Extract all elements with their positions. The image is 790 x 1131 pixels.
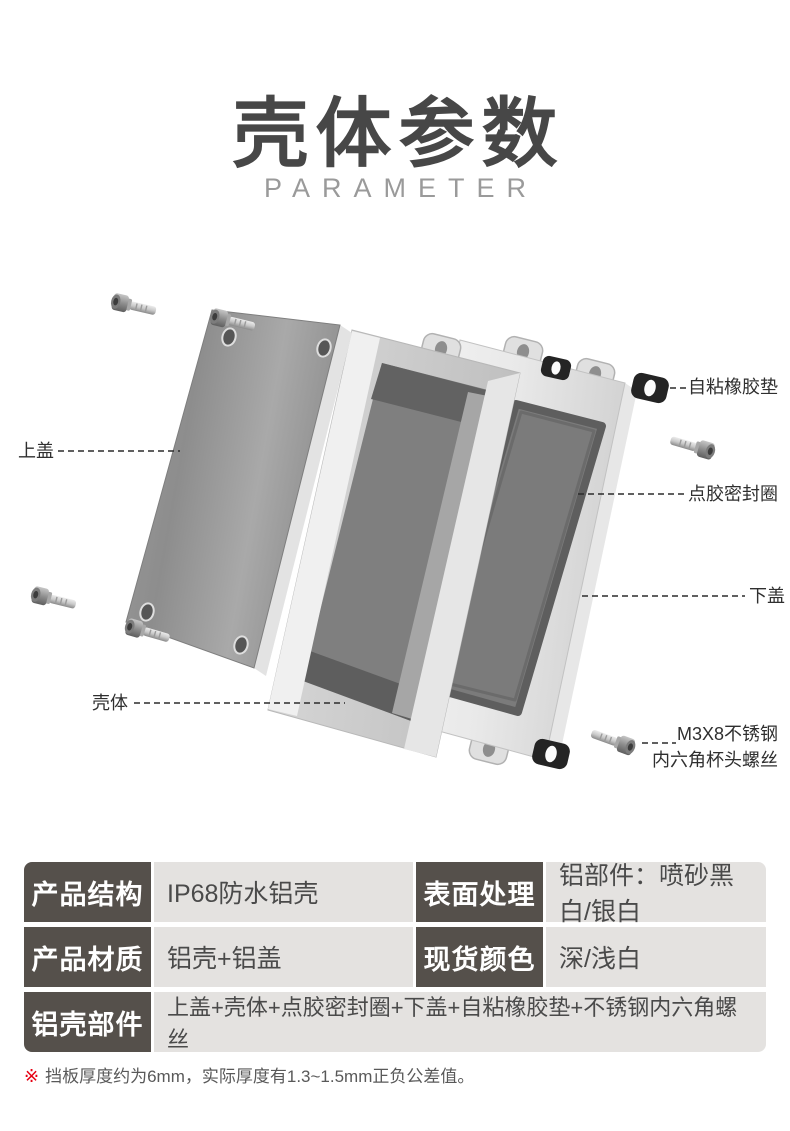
spec-header-stock-color: 现货颜色 [416, 927, 543, 987]
page-title: 壳体参数 [232, 92, 565, 177]
callout-label-rubber-pad: 自粘橡胶垫 [688, 377, 778, 397]
screw-icon [588, 724, 639, 758]
callout-lines [58, 387, 745, 744]
footnote-marker-icon: ※ [24, 1066, 40, 1086]
callout-label-top-cover: 上盖 [18, 441, 54, 461]
rubber-pad-icon [530, 737, 572, 771]
callout-label-bottom-cover: 下盖 [749, 586, 785, 606]
spec-value-product-structure: IP68防水铝壳 [154, 862, 413, 922]
screw-icon [108, 291, 159, 320]
cover-screw-holes [139, 327, 332, 655]
callout-label-screw-line1: M3X8不锈钢 [676, 724, 778, 744]
spec-header-product-material: 产品材质 [24, 927, 151, 987]
spec-value-surface-finish: 铝部件：喷砂黑白/银白 [546, 862, 766, 926]
screw-icon [667, 431, 718, 462]
callout-label-screw-line2: 内六角杯头螺丝 [652, 750, 778, 770]
screw-icon [28, 584, 79, 614]
spec-value-shell-parts: 上盖+壳体+点胶密封圈+下盖+自粘橡胶垫+不锈钢内六角螺丝 [154, 992, 766, 1052]
spec-header-product-structure: 产品结构 [24, 862, 151, 922]
callout-label-shell: 壳体 [92, 693, 128, 713]
spec-header-shell-parts: 铝壳部件 [24, 992, 151, 1052]
spec-table: 产品结构 IP68防水铝壳 表面处理 铝部件：喷砂黑白/银白 产品材质 铝壳+铝… [24, 862, 766, 1052]
callout-label-screw: M3X8不锈钢 内六角杯头螺丝 [652, 721, 778, 773]
shell-shape [267, 329, 521, 758]
page-subtitle: PARAMETER [263, 173, 539, 203]
rubber-pad-icon [629, 371, 671, 405]
spec-value-stock-color: 深/浅白 [546, 927, 766, 987]
callout-label-seal-ring: 点胶密封圈 [688, 484, 778, 504]
spec-value-product-material: 铝壳+铝盖 [154, 927, 413, 987]
top-cover-shape [125, 309, 352, 676]
spec-header-surface-finish: 表面处理 [416, 862, 543, 922]
footnote-text: 挡板厚度约为6mm，实际厚度有1.3~1.5mm正负公差值。 [45, 1067, 475, 1086]
footnote: ※ 挡板厚度约为6mm，实际厚度有1.3~1.5mm正负公差值。 [24, 1062, 474, 1087]
